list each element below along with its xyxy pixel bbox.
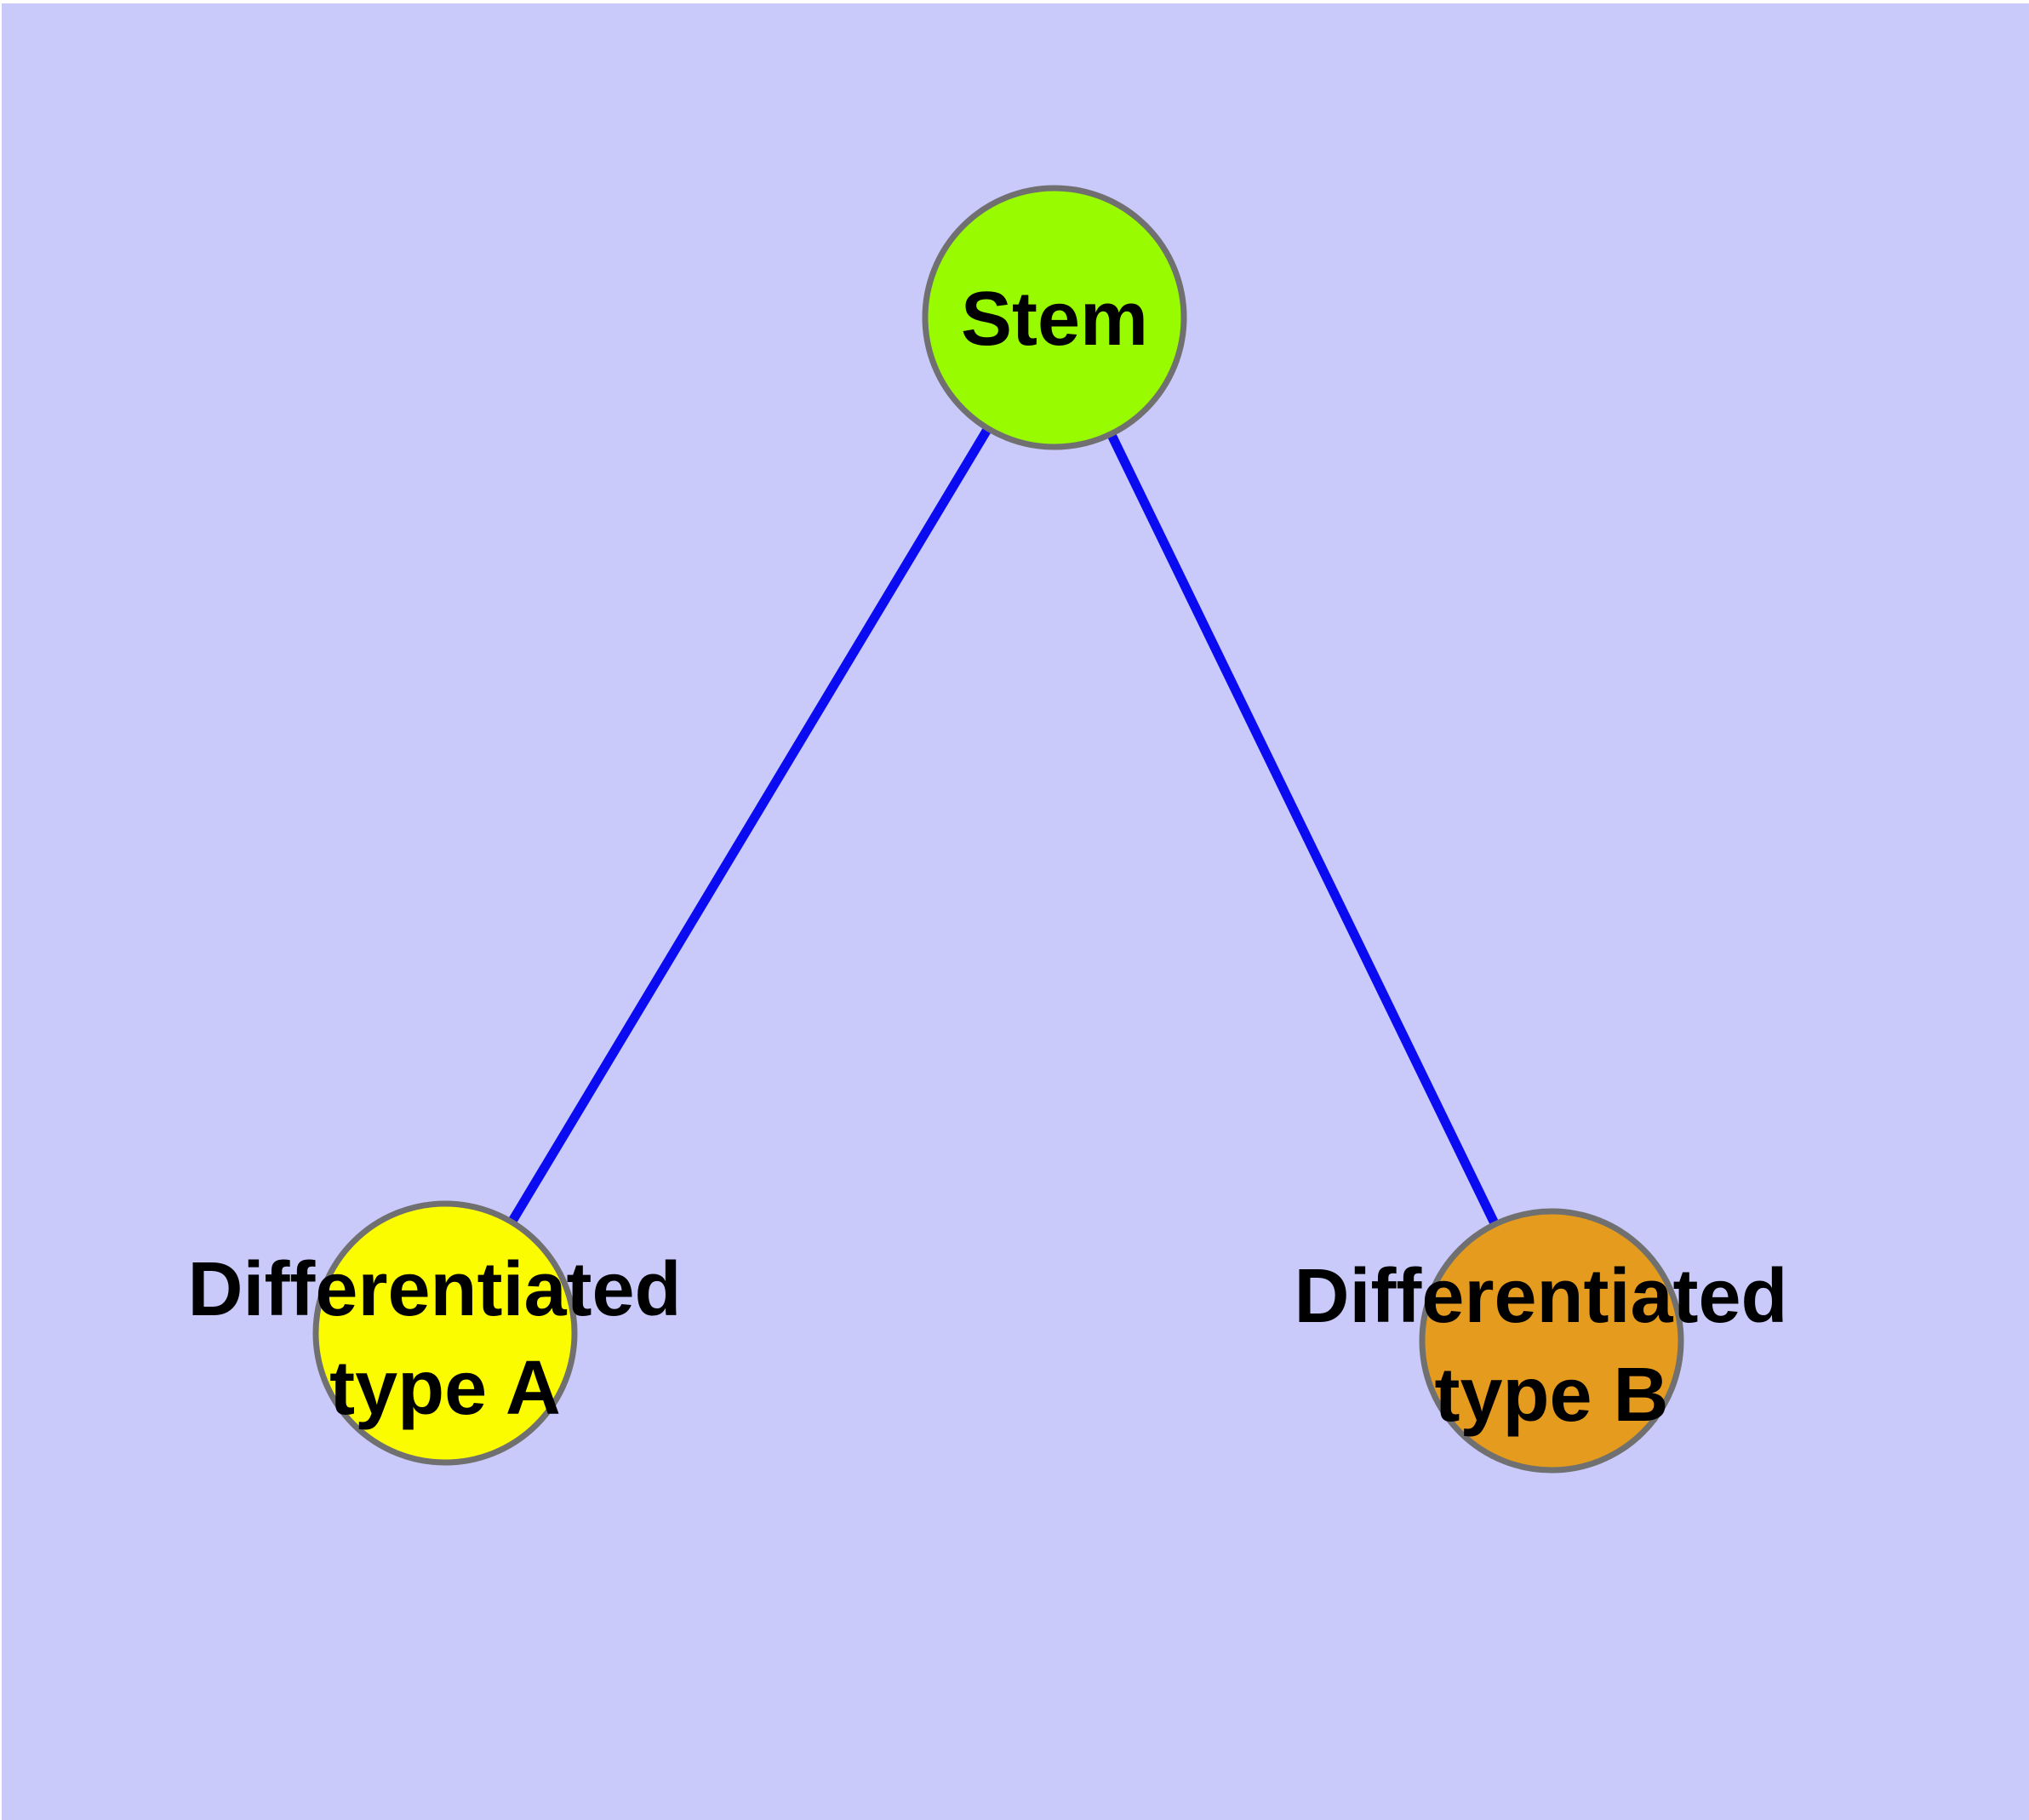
node-type-b-label: Differentiated type B xyxy=(1294,1254,1809,1438)
node-type-b-label-line2: type B xyxy=(1434,1353,1668,1438)
edges xyxy=(441,315,1556,1343)
nodes xyxy=(312,185,1684,1474)
node-stem-label: Stem xyxy=(961,277,1148,362)
node-stem xyxy=(922,185,1187,450)
node-differentiated-type-b xyxy=(1419,1208,1684,1474)
node-type-a-label-line1: Differentiated xyxy=(187,1247,681,1332)
node-labels: Stem Differentiated type A Differentiate… xyxy=(187,277,1809,1438)
node-type-a-label: Differentiated type A xyxy=(187,1247,702,1431)
node-differentiated-type-a xyxy=(312,1200,578,1466)
edge-stem-to-type-b xyxy=(1050,315,1556,1343)
node-type-a-label-line2: type A xyxy=(329,1346,561,1431)
edge-stem-to-type-a xyxy=(441,315,1059,1336)
node-type-b-label-line1: Differentiated xyxy=(1294,1254,1787,1339)
